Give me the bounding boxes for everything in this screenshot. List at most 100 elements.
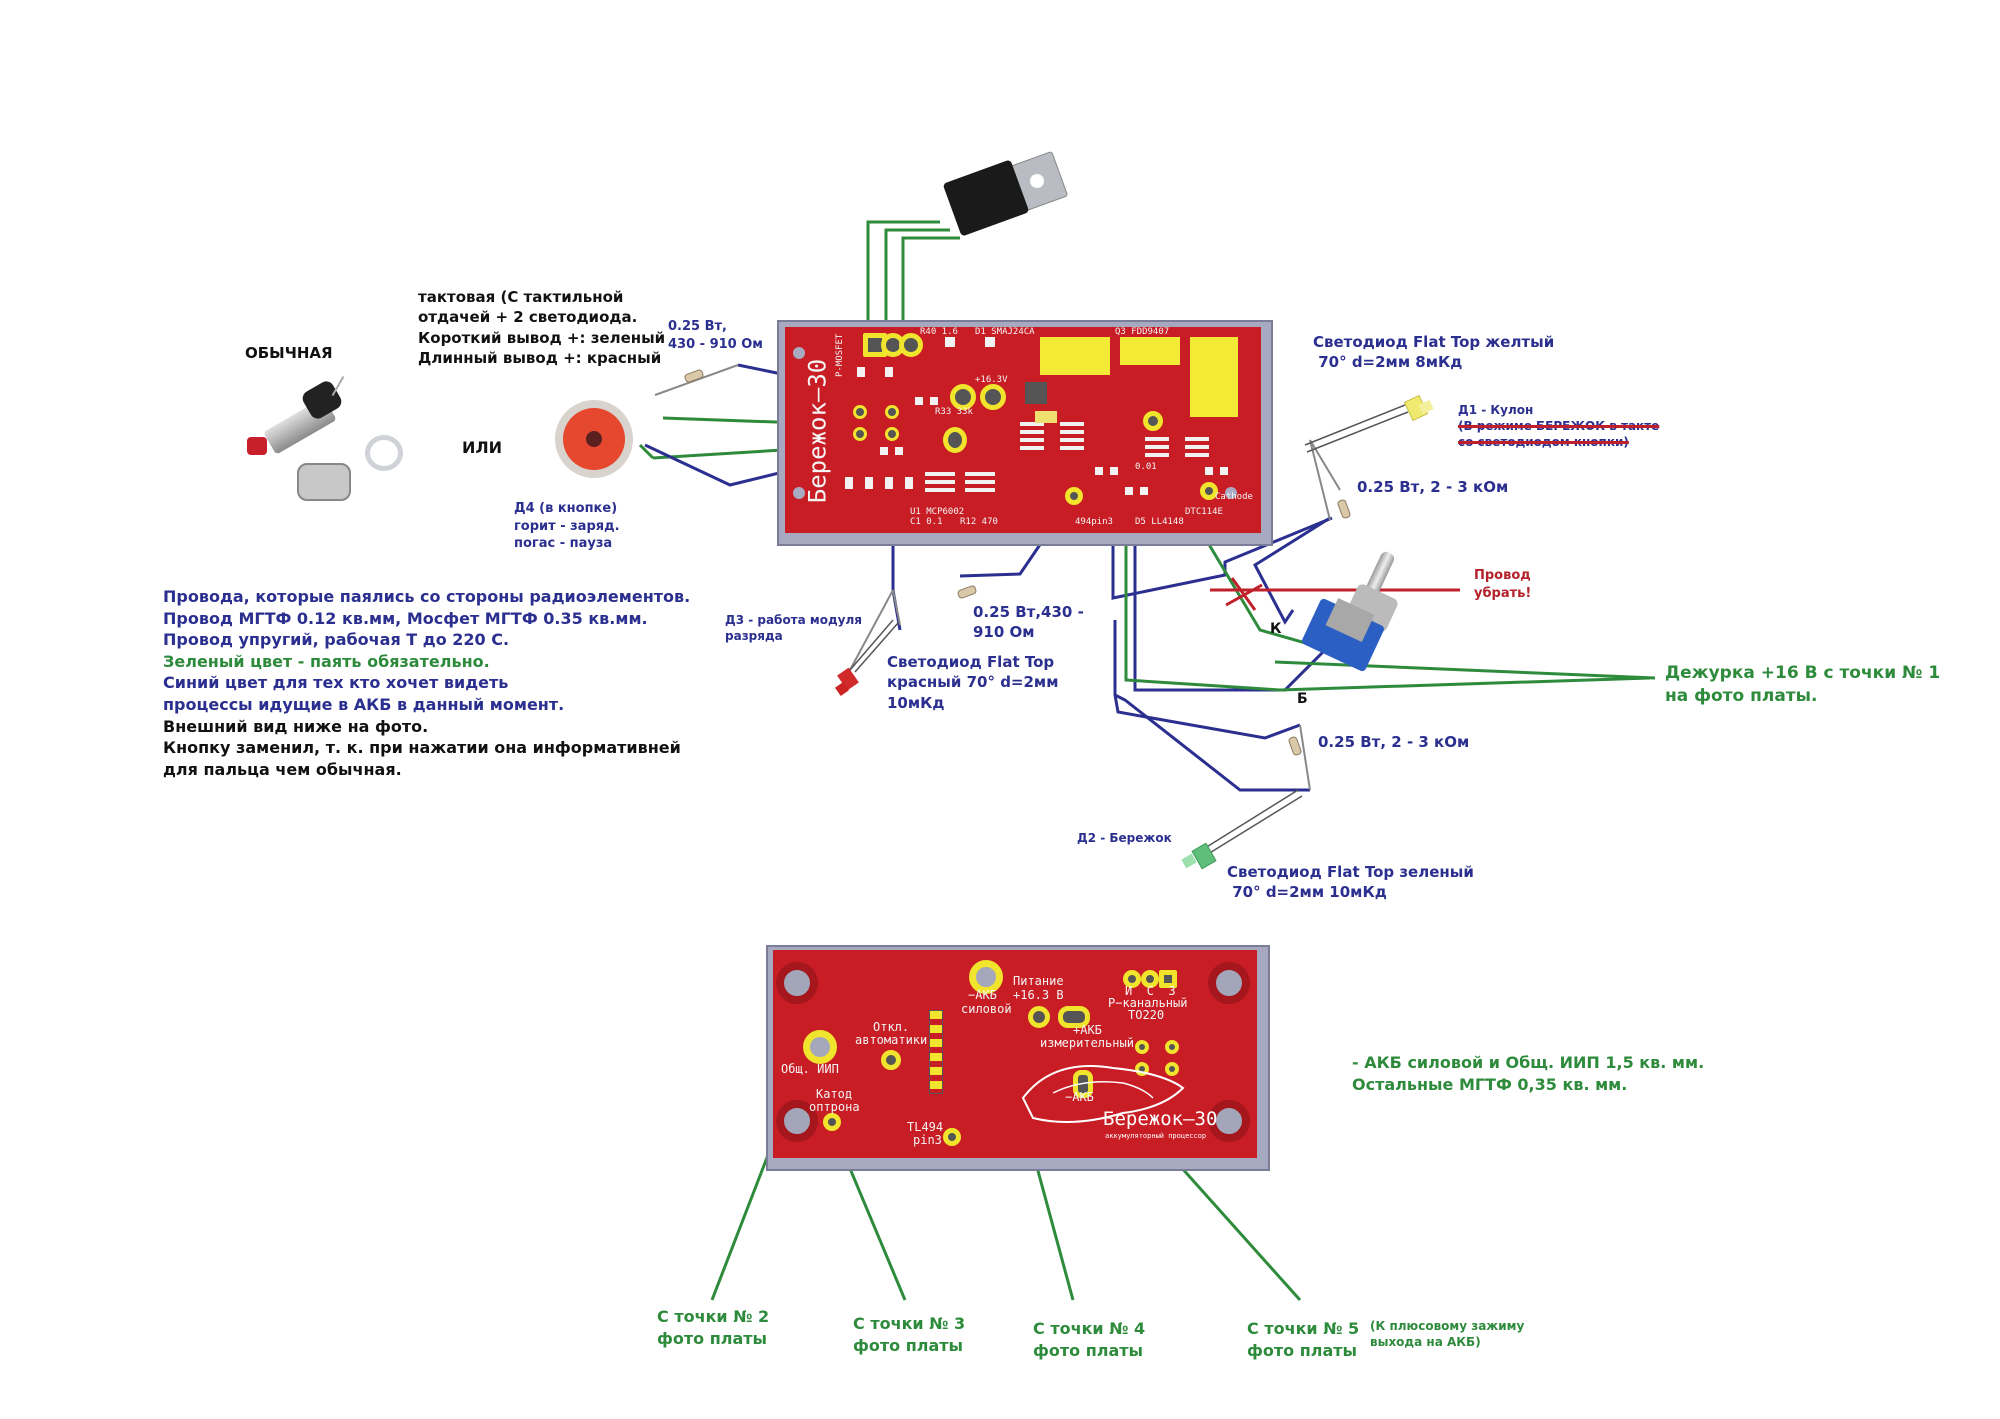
pcb-bottom-mount-hole (1208, 1100, 1250, 1142)
button-nut (297, 463, 351, 501)
label-tl494-1: TL494 (907, 1120, 944, 1134)
smd-pad (1145, 445, 1169, 449)
note-blue-1: Провода, которые паялись со стороны ради… (163, 587, 691, 606)
smd-pad (1220, 467, 1228, 475)
smd-pad (1060, 438, 1084, 442)
label-mosfet-type-1: Р−канальный (1108, 996, 1188, 1010)
label-akb-meas-1: +АКБ (1073, 1023, 1102, 1037)
resistor-d1-label: 0.25 Вт, 2 - 3 кОм (1357, 478, 1509, 496)
button-pad (885, 427, 899, 441)
label-auto-off-1: Откл. (873, 1020, 910, 1034)
smd-pad (1110, 467, 1118, 475)
label-regular-button: ОБЫЧНАЯ (245, 344, 333, 362)
d2-wire-blue (1114, 693, 1310, 792)
label-akb-meas-2: измерительный (1040, 1036, 1134, 1050)
d1-led-leads (1304, 404, 1409, 453)
silk-d5: 494pin3 (1075, 517, 1113, 527)
smd-pad (1060, 430, 1084, 434)
label-akb-power-1: −АКБ (968, 988, 997, 1002)
pcb-bottom-mount-hole (1208, 962, 1250, 1004)
pcb-top-title: Бережок—30 (803, 358, 832, 504)
smd-pad (1020, 446, 1044, 450)
label-tl494-2: pin3 (913, 1133, 942, 1147)
silk-d1: D1 SMAJ24CA (975, 327, 1035, 337)
standby-label-2: на фото платы. (1665, 685, 1818, 706)
silk-16v: +16.3V (975, 375, 1008, 385)
d3-title-2: красный 70° d=2мм (887, 673, 1059, 692)
remove-wire-cross-b (1225, 583, 1263, 607)
pad-akb-meas-oval (1058, 1006, 1090, 1028)
smd-pad (925, 488, 955, 492)
pad-akb-power (969, 960, 1003, 994)
d2-title-2: 70° d=2мм 10мКд (1227, 883, 1387, 902)
smd-pad (1020, 438, 1044, 442)
d3-label-2: разряда (725, 629, 783, 644)
smd-pad (965, 488, 995, 492)
note-blue-3: Провод упругий, рабочая Т до 220 С. (163, 630, 510, 650)
smd-pad (1125, 487, 1133, 495)
note-black-1: Внешний вид ниже на фото. (163, 716, 429, 736)
pcb-top-mount-hole (1225, 487, 1237, 499)
smd-pad (1140, 487, 1148, 495)
note-green: Зеленый цвет - паять обязательно. (163, 651, 490, 671)
note-blue-5: процессы идущие в АКБ в данный момент. (163, 694, 565, 714)
smd-pad (1205, 467, 1213, 475)
mosfet-pad-3 (899, 333, 923, 357)
mosfet-to220-photo (930, 150, 1070, 240)
standby-label: Дежурка +16 В с точки № 1 на фото платы. (1665, 662, 1940, 708)
led-d3-red (835, 667, 859, 696)
point-5-line-1: С точки № 5 (1247, 1319, 1360, 1338)
pad-common (803, 1030, 837, 1064)
pcb-bottom-subtitle: аккумуляторный процессор (1105, 1132, 1207, 1140)
regular-button-photo (245, 375, 403, 505)
point-4-line-1: С точки № 4 (1033, 1319, 1146, 1338)
smd-pad (1025, 382, 1047, 404)
pad-supply (1028, 1006, 1050, 1028)
d1-label: Д1 - Кулон (1458, 403, 1534, 417)
label-cathode-2: оптрона (809, 1100, 860, 1114)
remove-wire-label: Провод убрать! (1474, 567, 1531, 602)
label-common: Общ. ИИП (781, 1062, 839, 1076)
pcb-top-pour (1190, 337, 1238, 417)
smd-pad (1145, 437, 1169, 441)
pad-cathode (823, 1113, 841, 1131)
tactile-line-3: Короткий вывод +: зеленый (418, 328, 666, 347)
wiring-notes: Провода, которые паялись со стороны ради… (163, 586, 690, 780)
smd-pad (1185, 445, 1209, 449)
d2-title-1: Светодиод Flat Top зеленый (1227, 863, 1474, 881)
pcb-top: Бережок—30 P-MOSFET R40 1 (785, 327, 1261, 533)
smd-pad (1060, 422, 1084, 426)
note-blue-2: Провод МГТФ 0.12 кв.мм, Мосфет МГТФ 0.35… (163, 608, 648, 628)
pad-mosfet-d (1141, 970, 1159, 988)
button-pad (853, 405, 867, 419)
switch-pin-b: Б (1297, 691, 1308, 707)
d3-title-1: Светодиод Flat Top (887, 653, 1055, 671)
smd-pad (965, 480, 995, 484)
tactile-line-2: отдачей + 2 светодиода. (418, 308, 638, 327)
smd-pad (1185, 453, 1209, 457)
silk-p-mosfet: P-MOSFET (835, 333, 845, 377)
pcb-top-mount-hole (793, 347, 805, 359)
smd-pad (865, 477, 873, 489)
smd-pad (925, 480, 955, 484)
led-d1-yellow (1403, 394, 1434, 422)
resistor-d2-label: 0.25 Вт, 2 - 3 кОм (1318, 733, 1470, 751)
resistor-button-label-1: 0.25 Вт, (668, 319, 727, 334)
point-5-note-1: (К плюсовому зажиму (1370, 1319, 1525, 1333)
cathode-pad (1200, 482, 1218, 500)
smd-pad (857, 367, 865, 377)
smd-pad (885, 367, 893, 377)
resistor-d1-body (1337, 499, 1351, 519)
smd-pad (985, 337, 995, 347)
label-mosfet-pins: И С З (1125, 984, 1176, 998)
resistor-d2-body (1288, 736, 1302, 756)
remove-wire-cross-a (1230, 577, 1257, 611)
label-supply-2: +16.3 В (1013, 988, 1064, 1002)
d3-label: Д3 - работа модуля разряда (725, 612, 862, 644)
smd-pad (905, 477, 913, 489)
pad-mosfet-s (1123, 970, 1141, 988)
tactile-button-description: тактовая (С тактильной отдачей + 2 свето… (418, 287, 665, 368)
d1-title-1: Светодиод Flat Top желтый (1313, 333, 1555, 351)
label-or: ИЛИ (462, 438, 503, 457)
label-mosfet-type-2: TO220 (1128, 1008, 1165, 1022)
